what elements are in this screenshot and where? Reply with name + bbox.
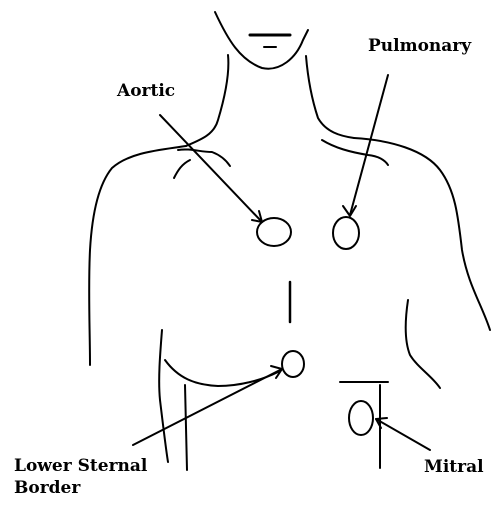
lower-sternal-point	[282, 351, 304, 377]
pulmonary-label: Pulmonary	[368, 35, 471, 57]
mitral-point	[349, 401, 373, 435]
lower-sternal-label-line2: Border	[14, 477, 147, 499]
pulmonary-arrow	[343, 75, 388, 216]
lower-sternal-border-label: Lower Sternal Border	[14, 455, 147, 499]
lower-sternal-arrow	[133, 366, 282, 445]
left-abdomen	[185, 385, 187, 470]
right-lower-ribs	[406, 300, 440, 388]
left-shoulder	[89, 146, 186, 365]
left-lower-ribs	[159, 330, 168, 462]
neck-left	[186, 55, 228, 146]
left-subcostal	[165, 360, 278, 386]
aortic-label: Aortic	[117, 80, 175, 102]
pulmonary-point	[333, 217, 359, 249]
right-clavicle	[322, 140, 388, 165]
lower-sternal-label-line1: Lower Sternal	[14, 455, 147, 477]
mitral-arrow	[376, 418, 430, 450]
left-clavicle-hook	[174, 160, 190, 178]
mitral-label: Mitral	[424, 456, 484, 478]
neck-right	[306, 56, 354, 138]
right-shoulder	[354, 138, 490, 330]
